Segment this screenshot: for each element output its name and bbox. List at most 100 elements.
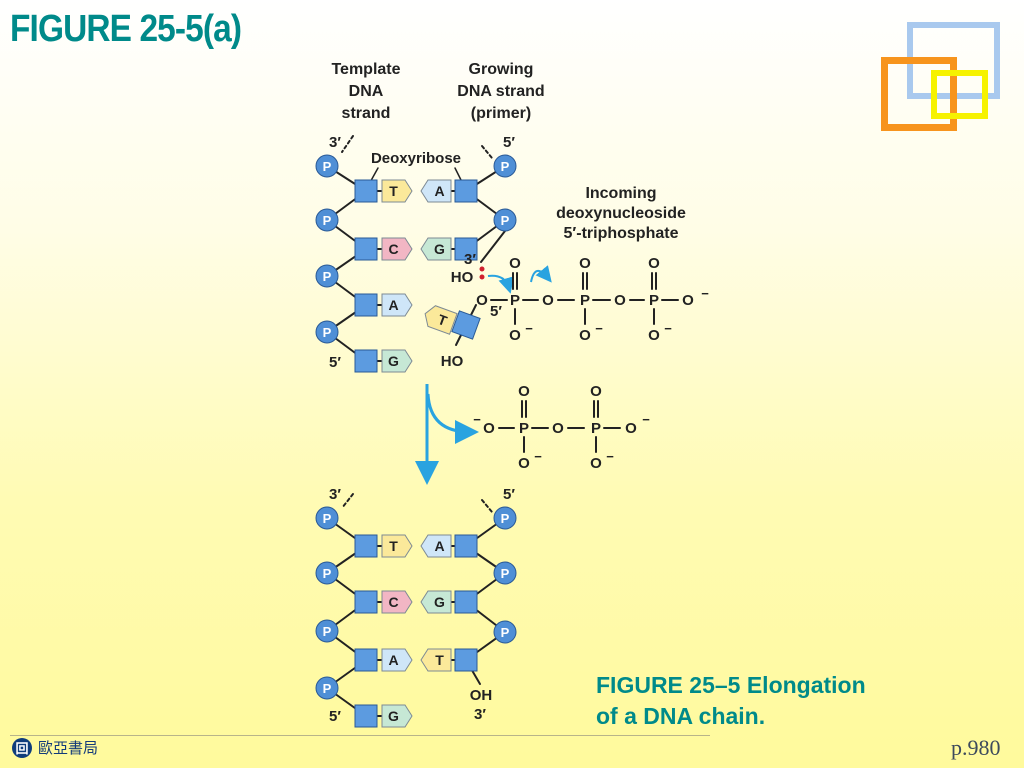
attack-arrow: [487, 274, 514, 294]
phosphate-label: P: [323, 325, 332, 340]
oxygen-atom: O: [518, 383, 530, 400]
base-shape: [420, 179, 452, 203]
decorative-square-yellow: [931, 70, 988, 119]
phosphate-label: P: [323, 269, 332, 284]
phosphate-circle: [315, 208, 339, 232]
oxygen-atom: O: [509, 327, 521, 344]
nucleotide-base-A: A: [381, 293, 413, 317]
page-number: p.980: [951, 735, 1001, 760]
header-growing-strand: Growing: [469, 61, 534, 78]
nucleotide-base-T: T: [420, 648, 452, 672]
deoxyribose-sugar: [354, 179, 378, 203]
phosphorus-atom: P: [519, 420, 529, 437]
phosphate-label: P: [501, 213, 510, 228]
base-shape: [381, 534, 413, 558]
end-3prime-label: 3′: [329, 134, 341, 151]
base-shape: [420, 534, 452, 558]
footer-divider: [10, 735, 710, 736]
leaving-arrow: [530, 265, 552, 283]
decorative-square-orange: [881, 57, 957, 131]
oxygen-atom: O: [518, 455, 530, 472]
deoxyribose-sugar: [354, 534, 378, 558]
negative-charge: −: [642, 412, 650, 427]
deoxyribose-sugar: [354, 293, 378, 317]
base-letter: T: [435, 652, 444, 668]
base-shape: [381, 704, 413, 728]
nucleotide-base-C: C: [381, 237, 413, 261]
negative-charge: −: [525, 321, 533, 336]
nucleotide-base-T: T: [381, 179, 413, 203]
label-incoming-nucleotide: Incoming: [585, 185, 656, 202]
hydroxyl-label: HO: [441, 353, 464, 370]
end-5prime-label: 5′: [329, 708, 341, 725]
deoxyribose-sugar: [454, 648, 478, 672]
negative-charge: −: [701, 286, 709, 301]
base-letter: C: [388, 594, 398, 610]
oxygen-atom: O: [476, 292, 488, 309]
phosphate-label: P: [323, 511, 332, 526]
end-dash: [481, 499, 493, 513]
phosphorus-atom: P: [591, 420, 601, 437]
base-letter: T: [389, 183, 398, 199]
caption-line-1: FIGURE 25–5 Elongation: [596, 672, 866, 698]
base-letter: T: [389, 538, 398, 554]
publisher-name: 歐亞書局: [38, 739, 99, 757]
negative-charge: −: [606, 449, 614, 464]
phosphate-circle: [493, 620, 517, 644]
slide-title: FIGURE 25-5(a): [10, 8, 242, 50]
oxygen-atom: O: [579, 255, 591, 272]
publisher-mark: 回 歐亞書局: [12, 737, 98, 758]
end-3prime-label: 3′: [474, 706, 486, 723]
negative-charge: −: [534, 449, 542, 464]
deoxyribose-sugar: [454, 179, 478, 203]
base-shape: [420, 590, 452, 614]
nucleotide-base-T: T: [381, 534, 413, 558]
base-shape: [381, 179, 413, 203]
base-letter: G: [388, 353, 399, 369]
label-incoming-nucleotide: 5′-triphosphate: [564, 225, 679, 242]
oxygen-atom: O: [590, 455, 602, 472]
phosphate-circle: [493, 208, 517, 232]
oxygen-atom: O: [552, 420, 564, 437]
phosphate-label: P: [501, 566, 510, 581]
electron-pair-dot: [479, 274, 485, 280]
figure-caption: FIGURE 25–5 Elongation of a DNA chain.: [596, 670, 866, 732]
publisher-logo-icon: 回: [12, 737, 32, 758]
phosphate-circle: [315, 506, 339, 530]
base-letter: G: [434, 594, 445, 610]
negative-charge: −: [595, 321, 603, 336]
base-shape: [381, 237, 413, 261]
base-letter: A: [434, 538, 444, 554]
oxygen-atom: O: [648, 327, 660, 344]
base-letter: G: [388, 708, 399, 724]
phosphate-label: P: [323, 566, 332, 581]
phosphate-label: P: [501, 159, 510, 174]
oxygen-atom: O: [625, 420, 637, 437]
oxygen-atom: O: [682, 292, 694, 309]
phosphate-circle: [315, 676, 339, 700]
phosphate-circle: [493, 154, 517, 178]
phosphate-label: P: [501, 511, 510, 526]
nucleotide-base-G: G: [420, 590, 452, 614]
nucleotide-base-G: G: [420, 237, 452, 261]
oxygen-atom: O: [509, 255, 521, 272]
header-template-strand: DNA: [349, 83, 384, 100]
header-template-strand: strand: [342, 105, 391, 122]
nucleotide-base-G: G: [381, 349, 413, 373]
phosphate-circle: [493, 561, 517, 585]
phosphate-circle: [315, 320, 339, 344]
deoxyribose-sugar: [354, 648, 378, 672]
header-growing-strand: (primer): [471, 105, 531, 122]
header-growing-strand: DNA strand: [457, 83, 544, 100]
electron-pair-dot: [479, 266, 485, 272]
end-5prime-label: 5′: [329, 354, 341, 371]
oxygen-atom: O: [483, 420, 495, 437]
phosphate-label: P: [323, 213, 332, 228]
phosphate-circle: [315, 154, 339, 178]
deoxyribose-sugar: [354, 349, 378, 373]
nucleotide-base-A: A: [420, 534, 452, 558]
nucleotide-base-G: G: [381, 704, 413, 728]
deoxyribose-sugar: [454, 590, 478, 614]
hydroxyl-label: OH: [470, 687, 493, 704]
